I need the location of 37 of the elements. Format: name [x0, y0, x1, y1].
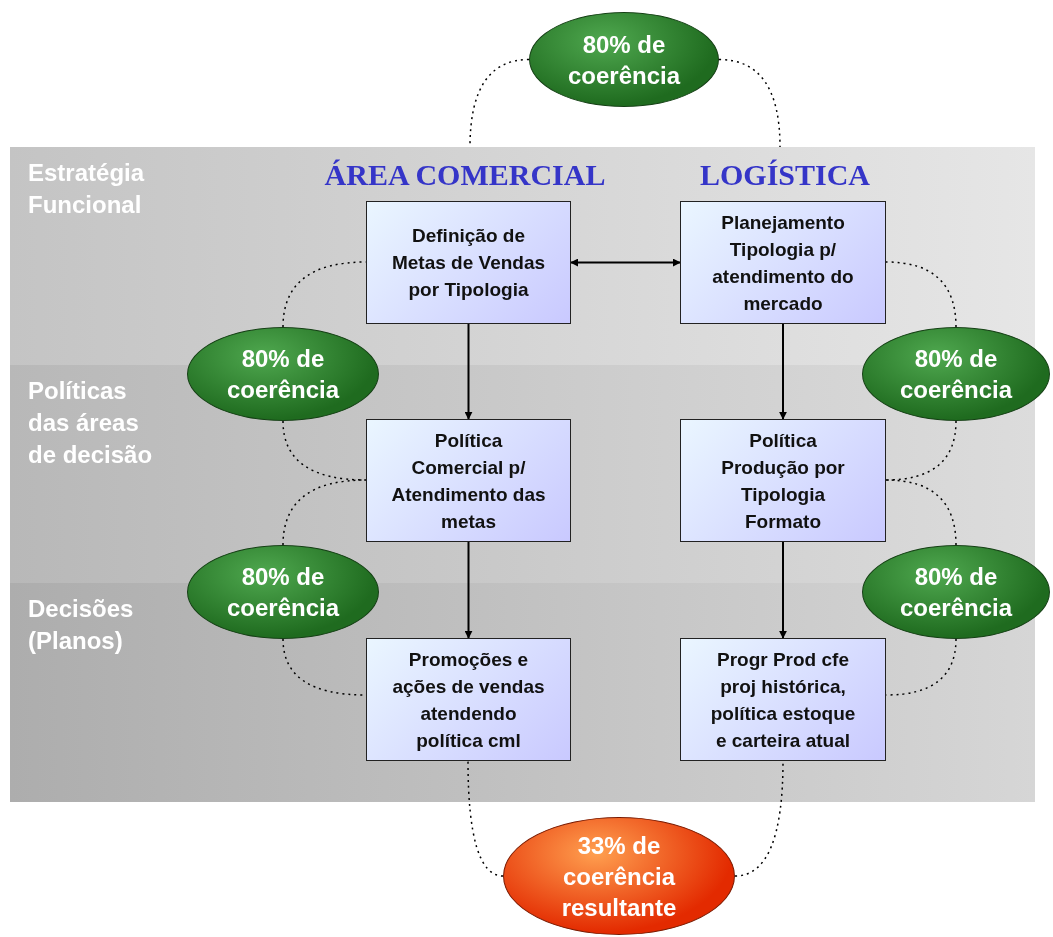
- band-title: Políticas das áreas de decisão: [28, 376, 154, 470]
- process-box: [680, 419, 886, 542]
- box-text: Política Produção por Tipologia Formato: [720, 428, 846, 534]
- column-heading: LOGÍSTICA: [698, 157, 872, 193]
- box-text: Planejamento Tipologia p/ atendimento do mercado: [711, 210, 855, 316]
- box-text: Promoções e ações de vendas atendendo política cml: [391, 647, 546, 753]
- box-text: Política Comercial p/ Atendimento das metas: [390, 428, 547, 534]
- band-background: [10, 583, 1035, 802]
- process-box: [366, 419, 571, 542]
- ellipse-text: 80% de coerência: [225, 344, 341, 405]
- band-background: [10, 365, 1035, 583]
- arrow: [779, 541, 787, 639]
- band-title: Decisões (Planos): [28, 594, 135, 656]
- process-box: [366, 638, 571, 761]
- arrow: [570, 258, 681, 267]
- box-text: Progr Prod cfe proj histórica, política estoque e carteira atual: [709, 647, 857, 753]
- column-heading: ÁREA COMERCIAL: [323, 157, 607, 193]
- ellipse-text: 80% de coerência: [225, 562, 341, 623]
- process-box: [366, 201, 571, 324]
- dotted-connector: [885, 479, 957, 546]
- band-title: Estratégia Funcional: [28, 158, 146, 220]
- ellipse-text: 80% de coerência: [898, 562, 1014, 623]
- ellipse-text: 80% de coerência: [898, 344, 1014, 405]
- dotted-connector: [467, 760, 504, 877]
- arrow: [464, 541, 473, 639]
- dotted-connector: [885, 420, 957, 481]
- dotted-connector: [282, 420, 367, 481]
- band-background: [10, 147, 1035, 365]
- dotted-connector: [718, 58, 781, 148]
- arrow: [779, 323, 787, 420]
- box-text: Definição de Metas de Vendas por Tipologia: [390, 224, 547, 302]
- process-box: [680, 638, 886, 761]
- dotted-connector: [885, 261, 957, 328]
- arrow: [464, 323, 473, 420]
- ellipse-text: 80% de coerência: [566, 29, 682, 91]
- process-box: [680, 201, 886, 324]
- ellipse-text: 33% de coerência resultante: [560, 830, 678, 923]
